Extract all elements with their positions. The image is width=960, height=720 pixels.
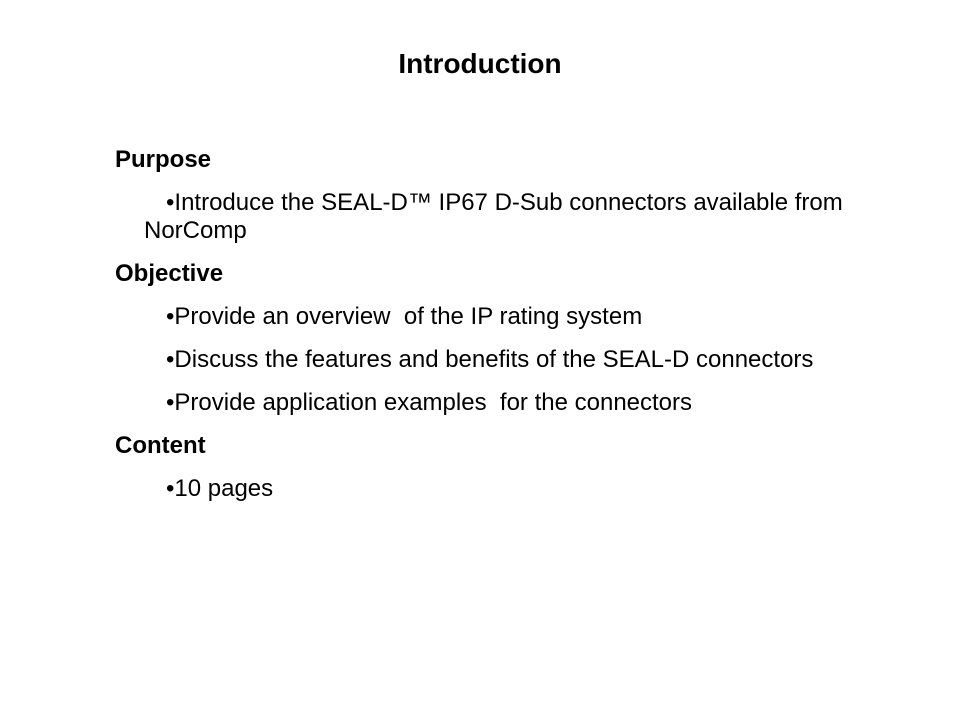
- bullet-item-purpose-1: •Introduce the SEAL-D™ IP67 D-Sub connec…: [144, 189, 843, 244]
- slide-title: Introduction: [398, 48, 562, 79]
- bullet-item-objective-3: •Provide application examples for the co…: [166, 389, 693, 416]
- bullet-item-objective-2: •Discuss the features and benefits of th…: [166, 346, 814, 373]
- section-heading-objective: Objective: [115, 260, 224, 287]
- bullet-item-objective-1: •Provide an overview of the IP rating sy…: [166, 303, 643, 330]
- section-heading-content: Content: [115, 432, 206, 459]
- bullet-item-content-1: •10 pages: [166, 475, 274, 502]
- section-heading-purpose: Purpose: [115, 146, 212, 173]
- slide-body: Purpose •Introduce the SEAL-D™ IP67 D-Su…: [115, 146, 860, 518]
